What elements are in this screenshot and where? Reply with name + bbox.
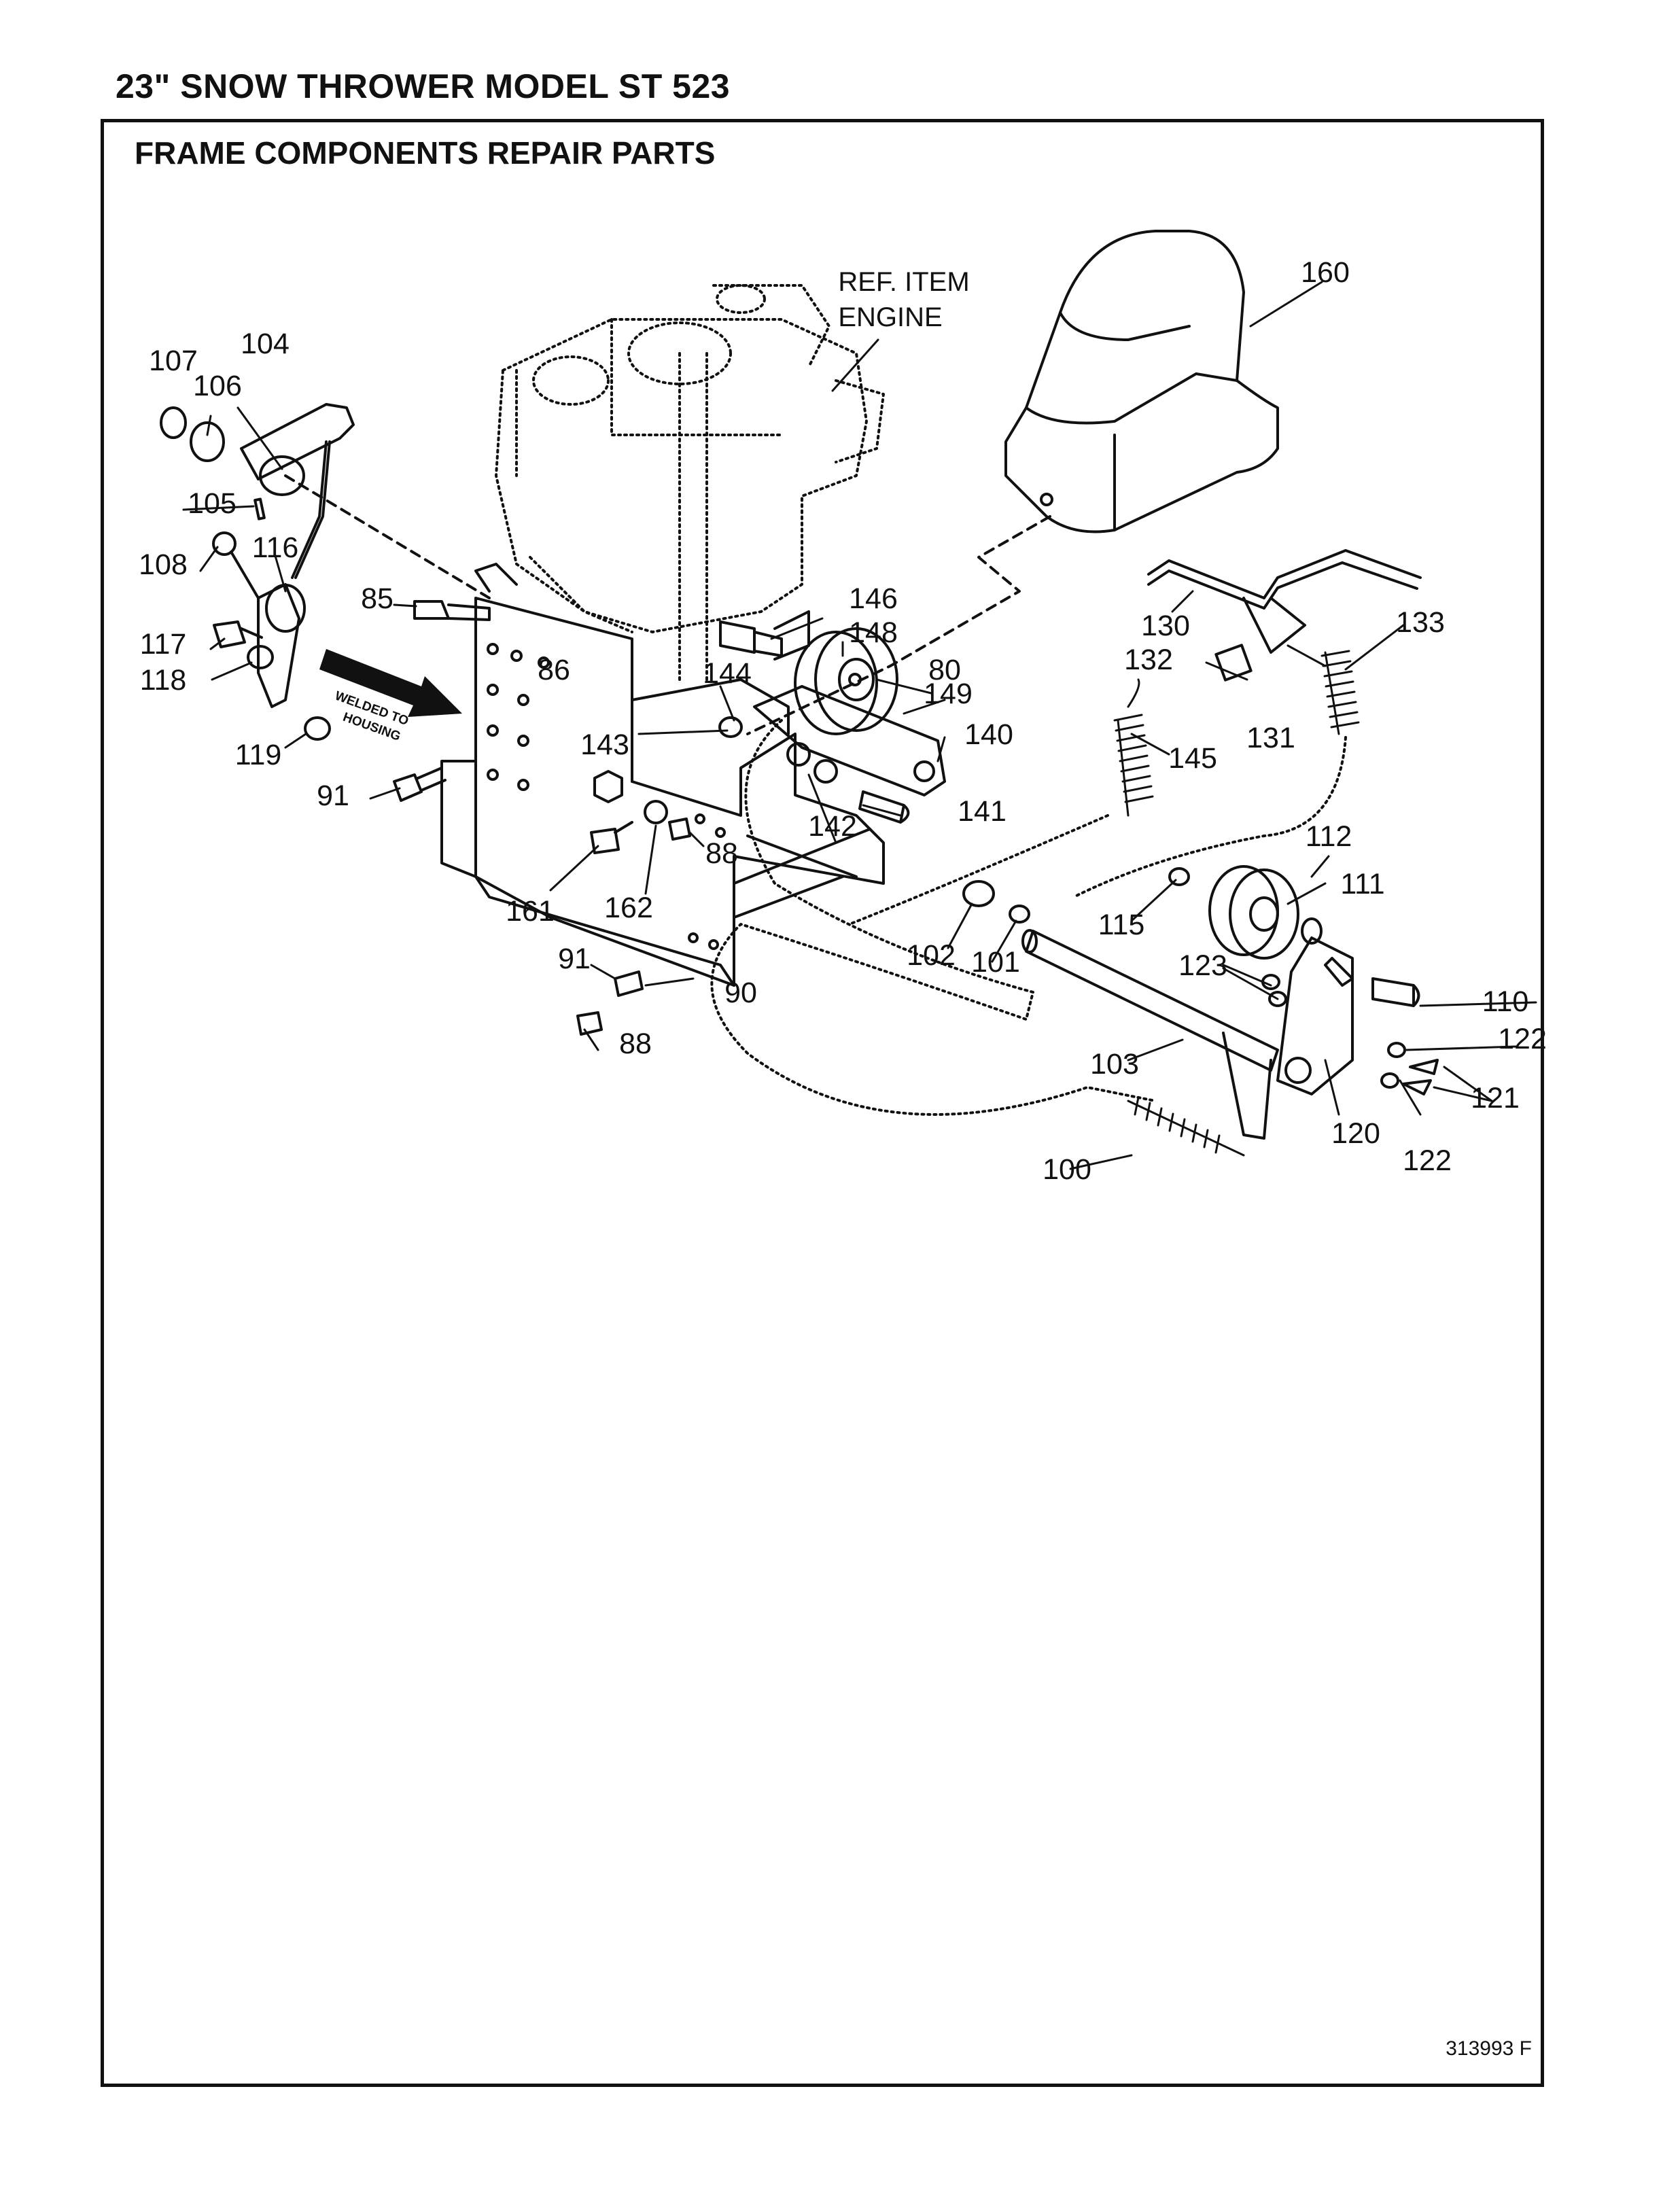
direction-arrow	[319, 649, 462, 717]
bolt-146	[719, 610, 810, 661]
callout-88: 88	[619, 1028, 652, 1060]
callout-122: 122	[1498, 1023, 1547, 1055]
bolt-141	[858, 790, 910, 824]
callout-161: 161	[506, 895, 555, 928]
callout-111: 111	[1340, 868, 1384, 900]
callout-141: 141	[958, 795, 1007, 828]
callout-112: 112	[1306, 820, 1352, 853]
bracket-120	[1276, 936, 1354, 1095]
dash-line-3	[1072, 736, 1347, 898]
callout-142: 142	[808, 810, 857, 843]
spring-100	[1127, 1096, 1245, 1157]
callout-122: 122	[1403, 1144, 1452, 1177]
callout-91: 91	[317, 779, 349, 812]
callout-121: 121	[1471, 1082, 1520, 1114]
section-title: FRAME COMPONENTS REPAIR PARTS	[135, 135, 716, 171]
callout-132: 132	[1124, 644, 1173, 676]
diagram-frame	[101, 119, 1544, 2087]
bolt-91b	[614, 970, 644, 997]
callout-143: 143	[580, 728, 629, 761]
callout-85: 85	[361, 582, 393, 615]
bolt-88b	[576, 1011, 603, 1036]
washer-122	[1380, 1042, 1406, 1089]
pulley-148	[794, 627, 898, 735]
callout-131: 131	[1246, 722, 1295, 754]
callout-105: 105	[188, 487, 237, 520]
callout-120: 120	[1331, 1117, 1380, 1150]
bracket-116	[212, 531, 331, 741]
dash-line-cover	[746, 515, 1051, 735]
callout-90: 90	[724, 977, 757, 1009]
callout-108: 108	[139, 548, 188, 581]
callout-110: 110	[1482, 985, 1529, 1018]
callout-146: 146	[849, 582, 898, 615]
callout-133: 133	[1396, 606, 1445, 639]
washer-162	[644, 800, 668, 824]
callout-106: 106	[193, 370, 242, 402]
document-number: 313993 F	[1446, 2037, 1532, 2060]
callout-148: 148	[849, 616, 898, 649]
leader-lines	[182, 281, 1537, 1170]
part-callouts: 80 85 86 88 88 90 91 91 100 101 102 103 104 105 106107…	[139, 256, 1547, 1186]
frame-plate	[440, 563, 885, 987]
callout-118: 118	[140, 664, 187, 697]
callout-162: 162	[604, 892, 653, 924]
bolt-85	[413, 600, 491, 621]
callout-116: 116	[252, 531, 299, 564]
callout-104: 104	[241, 328, 290, 360]
callout-80: 80	[928, 654, 961, 686]
callout-107: 107	[149, 345, 198, 377]
callout-88: 88	[705, 837, 738, 870]
washer-101	[1009, 905, 1030, 924]
drive-belt	[710, 719, 1157, 1116]
callout-149: 149	[924, 678, 973, 710]
bolt-91a	[393, 767, 447, 802]
callout-102: 102	[907, 939, 956, 972]
ref-item-label-1: REF. ITEM	[838, 267, 969, 297]
bolt-117	[213, 620, 263, 648]
callout-145: 145	[1168, 742, 1217, 775]
callout-144: 144	[703, 657, 752, 690]
callout-160: 160	[1301, 256, 1350, 289]
callout-103: 103	[1090, 1048, 1139, 1081]
callout-119: 119	[235, 739, 282, 771]
spring-133	[1320, 650, 1360, 735]
page-title: 23" SNOW THROWER MODEL ST 523	[116, 67, 731, 105]
bolt-110	[1371, 977, 1420, 1007]
spacer-144	[718, 716, 743, 738]
callout-86: 86	[538, 654, 570, 686]
shift-rod-130	[1147, 549, 1422, 682]
callout-123: 123	[1178, 949, 1227, 982]
engine-outline	[495, 284, 885, 681]
callout-115: 115	[1098, 909, 1145, 941]
pin-121	[1402, 1059, 1439, 1095]
dash-line-2	[848, 814, 1109, 926]
callout-117: 117	[140, 628, 187, 661]
callout-101: 101	[971, 946, 1020, 979]
callout-140: 140	[964, 718, 1013, 751]
handle-link-104	[160, 403, 355, 579]
nut-115	[1168, 867, 1190, 886]
bracket-140	[753, 685, 946, 796]
bolt-88a	[668, 818, 691, 841]
washer-142	[813, 759, 838, 784]
spacer-102	[962, 880, 995, 907]
dash-line-link	[284, 474, 491, 599]
pulley-112	[1208, 865, 1323, 960]
belt-cover	[1004, 230, 1279, 533]
callout-130: 130	[1141, 610, 1190, 642]
shaft-103	[1021, 929, 1279, 1140]
ref-item-label-2: ENGINE	[838, 302, 942, 332]
nut-123	[1261, 974, 1287, 1007]
spring-145	[1113, 678, 1154, 817]
bolt-161	[590, 821, 633, 854]
callout-91: 91	[558, 943, 591, 975]
callout-100: 100	[1043, 1153, 1091, 1186]
